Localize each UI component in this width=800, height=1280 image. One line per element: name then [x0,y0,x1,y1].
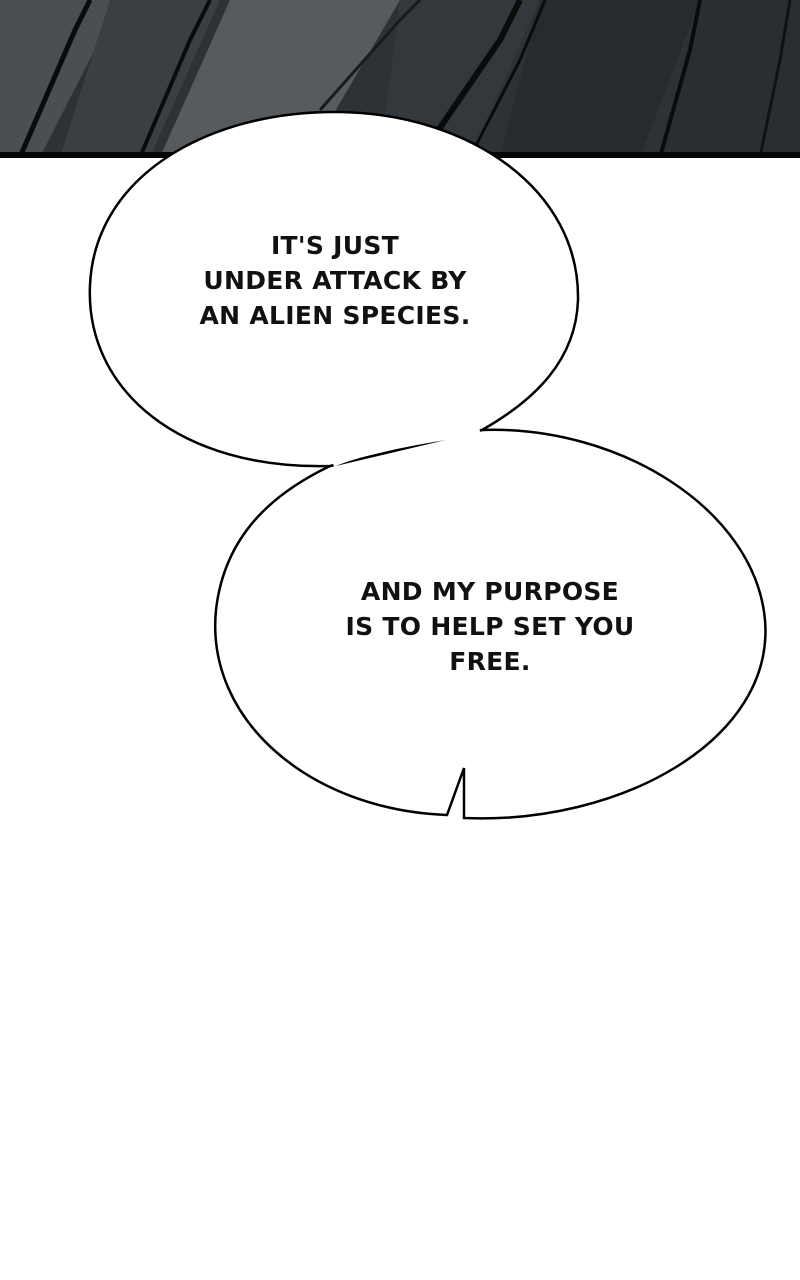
speech-line: UNDER ATTACK BY [203,266,467,295]
speech-bubble-1-text: IT'S JUST UNDER ATTACK BY AN ALIEN SPECI… [180,228,490,333]
speech-bubble-2-text: AND MY PURPOSE IS TO HELP SET YOU FREE. [330,574,650,679]
speech-bubble-1 [88,110,580,468]
dark-artwork-panel [0,0,800,159]
speech-line: IT'S JUST [270,231,400,260]
speech-line: IS TO HELP SET YOU [345,612,635,641]
speech-line: AN ALIEN SPECIES. [199,301,471,330]
speech-bubble-2 [213,428,767,820]
speech-bubbles [88,110,767,820]
speech-line: FREE. [449,647,531,676]
speech-line: AND MY PURPOSE [360,577,620,606]
